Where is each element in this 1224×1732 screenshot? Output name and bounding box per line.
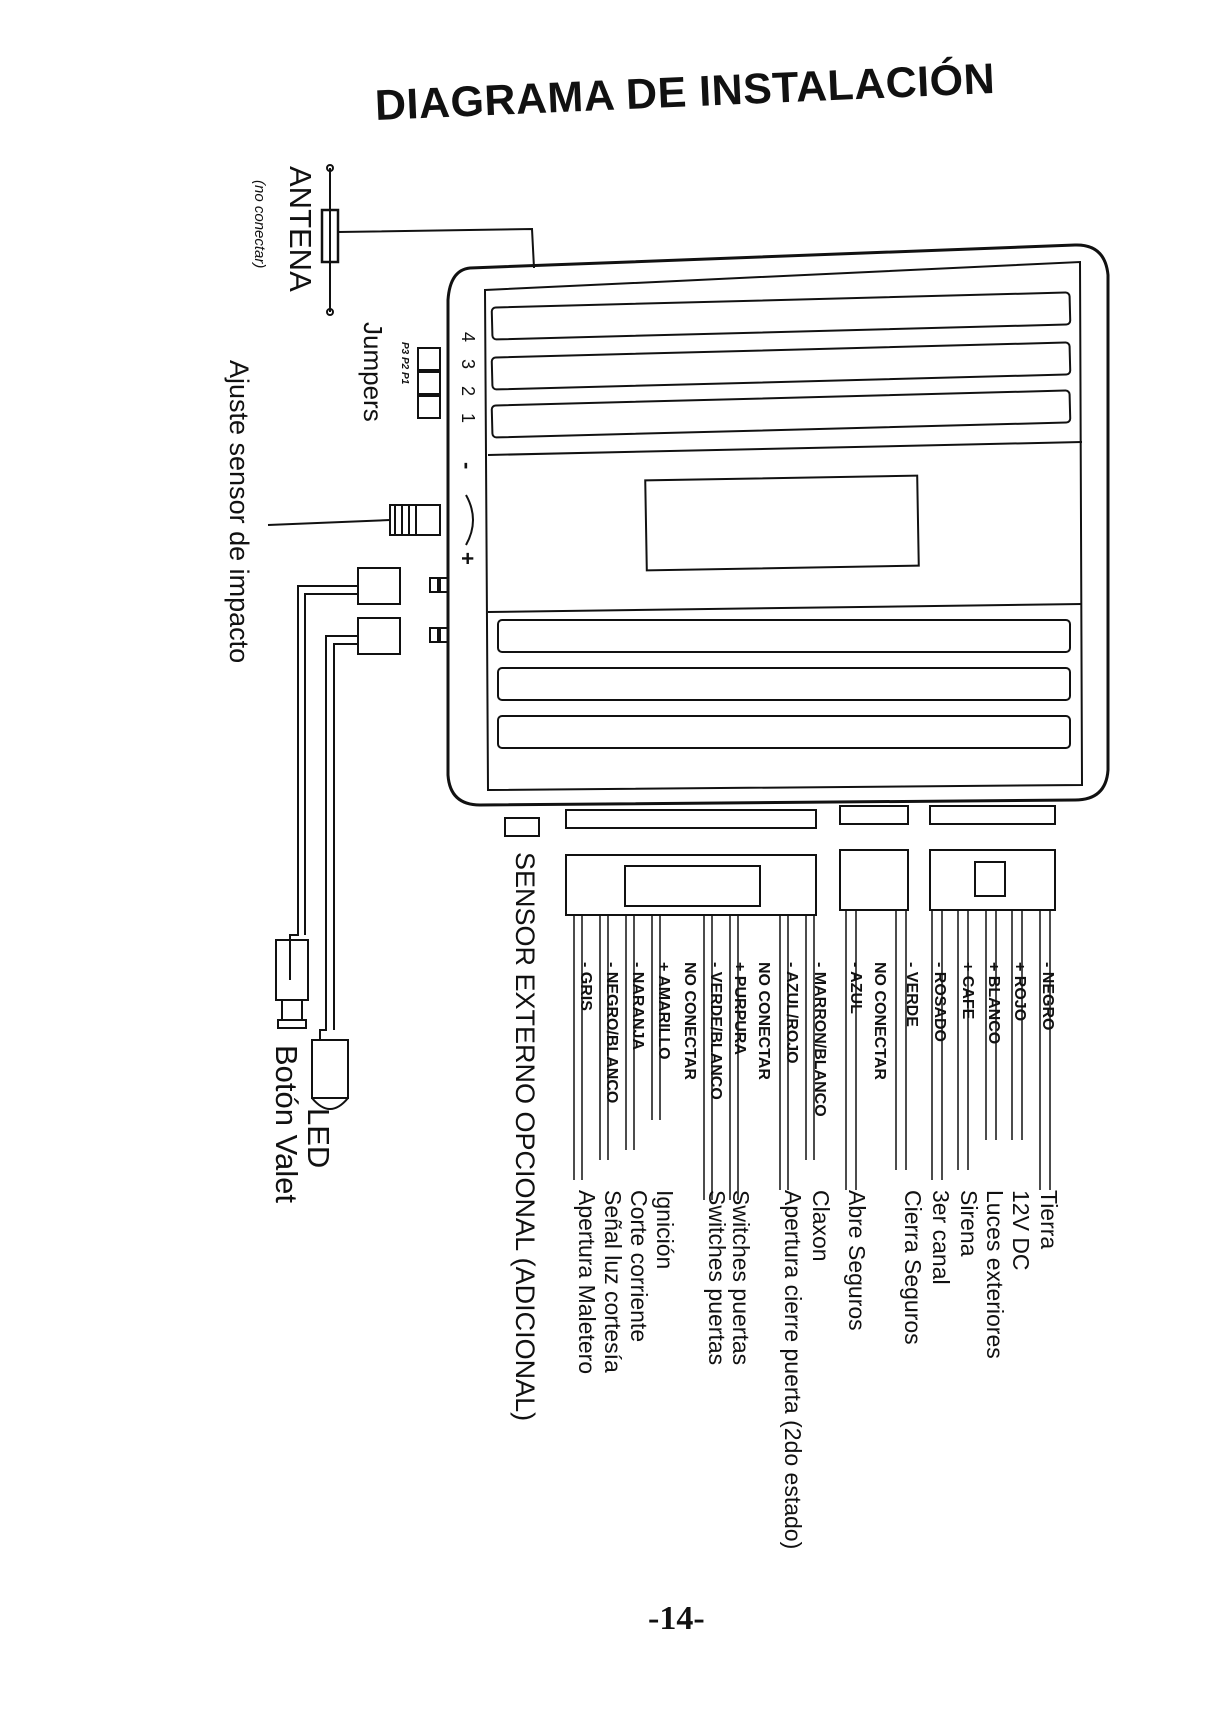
wire-a-4: - ROSADO (931, 962, 948, 1042)
wire-a-3: + CAFE (959, 962, 976, 1020)
wire-a-2-function: Luces exteriores (982, 1190, 1008, 1359)
wire-c-0: - MARRON/BLANCO (811, 962, 828, 1117)
jumper-numbers: 4 3 2 1 (458, 332, 478, 430)
impact-plus: + (455, 552, 480, 565)
wire-c-4-function: Switches puertas (704, 1190, 730, 1366)
jumpers-label: Jumpers (358, 322, 388, 422)
valet-button-body (275, 939, 309, 1001)
wire-a-1-function: 12V DC (1008, 1190, 1034, 1271)
wire-c-9-function: Apertura Maletero (574, 1190, 600, 1375)
wire-c-0-function: Claxon (808, 1190, 834, 1262)
valet-label: Botón Valet (269, 1045, 304, 1203)
wire-b-2-function: Abre Seguros (844, 1190, 870, 1331)
wire-c-8: - NEGRO/BLANCO (603, 962, 620, 1104)
connector-b-header (839, 805, 909, 825)
wire-c-2: NO CONECTAR (755, 962, 772, 1080)
jumper-p1 (417, 395, 441, 419)
wire-c-3: + PURPURA (731, 962, 748, 1055)
connector-b-plug (839, 849, 909, 911)
wire-c-3-function: Switches puertas (728, 1190, 754, 1366)
wire-a-3-function: Sirena (956, 1190, 982, 1257)
wire-c-6: + AMARILLO (655, 962, 672, 1060)
wire-c-7: - NARANJA (629, 962, 646, 1050)
wire-c-8-function: Señal luz cortesía (600, 1190, 626, 1373)
external-sensor-socket (504, 817, 540, 837)
vent-slot (490, 389, 1072, 439)
impact-sensor-label: Ajuste sensor de impacto (224, 360, 254, 664)
wire-b-1: NO CONECTAR (871, 962, 888, 1080)
wire-c-4: - VERDE/BLANCO (707, 962, 724, 1100)
led-label: LED (301, 1108, 336, 1169)
wire-c-1-function: Apertura cierre puerta (2do estado) (780, 1190, 806, 1550)
module-housing (446, 243, 1110, 807)
vent-slot (497, 715, 1071, 749)
connector-c-plug (565, 854, 817, 916)
wire-a-2: + BLANCO (985, 962, 1002, 1045)
page-number: -14- (648, 1600, 705, 1637)
vent-slot (497, 619, 1071, 653)
antenna-body (320, 208, 340, 264)
wire-b-0-function: Cierra Seguros (900, 1190, 926, 1345)
wire-c-7-function: Corte corriente (626, 1190, 652, 1343)
jumper-ids: P3 P2 P1 (399, 342, 410, 385)
led-plug (357, 567, 401, 605)
external-sensor-label: SENSOR EXTERNO OPCIONAL (ADICIONAL) (510, 852, 540, 1422)
wire-b-2: - AZUL (847, 962, 864, 1014)
wire-a-0: - NEGRO (1039, 962, 1056, 1031)
connector-a-plug (929, 849, 1056, 911)
jumper-p2 (417, 371, 441, 395)
module-label-window (644, 474, 920, 572)
valet-plug (357, 617, 401, 655)
vent-slot (490, 341, 1072, 391)
impact-minus: - (455, 462, 480, 470)
wire-c-5: NO CONECTAR (681, 962, 698, 1080)
wire-c-9: - GRIS (577, 962, 594, 1011)
connector-c-header (565, 809, 817, 829)
wire-c-1: - AZUL/ROJO (783, 962, 800, 1064)
jumper-p3 (417, 347, 441, 371)
connector-a-header (929, 805, 1056, 825)
wire-b-0: - VERDE (903, 962, 920, 1027)
wire-c-6-function: Ignición (652, 1190, 678, 1270)
vent-slot (490, 291, 1072, 341)
wire-a-0-function: Tierra (1036, 1190, 1062, 1250)
vent-slot (497, 667, 1071, 701)
wire-a-1: + ROJO (1011, 962, 1028, 1022)
antenna-note: (no conectar) (251, 180, 268, 269)
led-body (311, 1039, 349, 1099)
antenna-label: ANTENA (283, 166, 318, 292)
wire-a-4-function: 3er canal (928, 1190, 954, 1285)
